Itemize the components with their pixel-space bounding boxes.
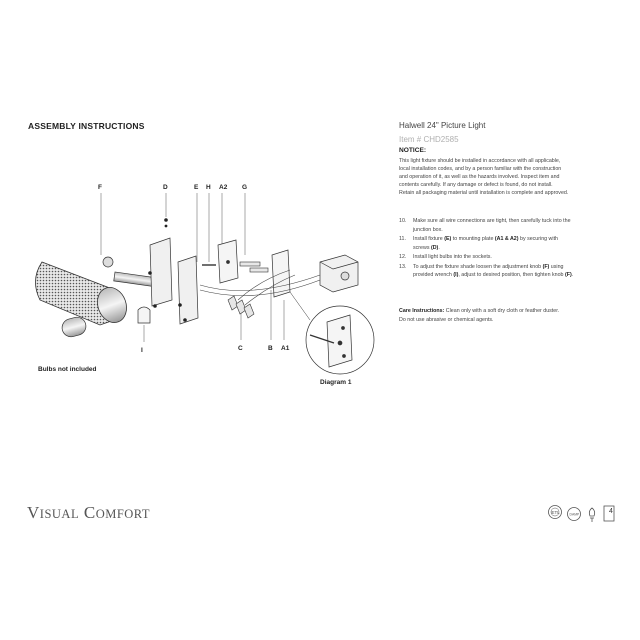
notice-line: contents carefully. If any damage or def… bbox=[399, 181, 553, 188]
step-item: 13. To adjust the fixture shade loosen t… bbox=[399, 263, 614, 280]
screws bbox=[148, 218, 187, 322]
bulb-shape bbox=[61, 316, 87, 338]
step-text: using bbox=[549, 263, 564, 270]
fixture-shade bbox=[35, 261, 127, 326]
junction-box bbox=[319, 254, 359, 293]
step-text: Install fixture bbox=[413, 236, 445, 242]
step-number: 11. bbox=[399, 236, 406, 242]
step-text: To adjust the fixture shade loosen the a… bbox=[413, 263, 543, 270]
label-a2: A2 bbox=[219, 184, 228, 191]
svg-text:DAMP: DAMP bbox=[570, 513, 581, 517]
part-ref: (D) bbox=[430, 244, 439, 251]
step-text: screws bbox=[413, 244, 431, 251]
step-text: , adjust to desired position, then tight… bbox=[458, 272, 565, 278]
part-ref: (E) bbox=[444, 236, 452, 242]
step-text: Make sure all wire connections are tight… bbox=[413, 218, 571, 224]
damp-rated-icon: DAMP bbox=[567, 507, 581, 521]
notice-line: This light fixture should be installed i… bbox=[399, 158, 561, 164]
fixture-arm bbox=[102, 256, 156, 287]
item-number: Item # CHD2585 bbox=[399, 135, 459, 144]
brand-logo: VISUAL COMFORT bbox=[27, 503, 150, 523]
part-ref: (F) bbox=[542, 263, 550, 270]
label-a1: A1 bbox=[281, 345, 290, 352]
label-i: I bbox=[141, 347, 143, 354]
brand-letter: OMFORT bbox=[95, 507, 151, 521]
wire-nuts bbox=[227, 295, 255, 319]
step-text: Install light bulbs into the sockets. bbox=[413, 254, 492, 260]
label-g: G bbox=[242, 184, 248, 191]
part-ref: (I) bbox=[453, 272, 459, 278]
step-text: . bbox=[571, 272, 574, 278]
notice-line: local installation codes, and by a perso… bbox=[399, 165, 562, 172]
care-text: Do not use abrasive or chemical agents. bbox=[399, 316, 494, 323]
step-text: to mounting plate bbox=[451, 236, 495, 242]
footer-icons: ETL DAMP bbox=[548, 505, 615, 522]
step-number: 12. bbox=[399, 254, 407, 260]
brand-letter: C bbox=[83, 503, 96, 522]
step-item: 11. Install fixture (E) to mounting plat… bbox=[399, 235, 614, 252]
bolts-g bbox=[239, 261, 269, 273]
notice-heading: NOTICE: bbox=[399, 147, 427, 154]
fixture-backplate bbox=[149, 237, 199, 325]
care-label: Care Instructions: bbox=[399, 308, 445, 314]
label-e: E bbox=[194, 184, 199, 191]
bulbs-caption: Bulbs not included bbox=[38, 366, 97, 373]
part-ref: (F) bbox=[564, 272, 572, 278]
leader-lines bbox=[100, 193, 285, 342]
assembly-title: ASSEMBLY INSTRUCTIONS bbox=[28, 121, 145, 131]
step-number: 13. bbox=[399, 263, 407, 270]
svg-text:ETL: ETL bbox=[552, 510, 561, 515]
label-b: B bbox=[268, 345, 273, 352]
step-number: 10. bbox=[399, 218, 407, 224]
care-instructions: Care Instructions: Clean only with a sof… bbox=[399, 307, 614, 324]
notice-line: Retain all packaging material until inst… bbox=[399, 189, 569, 196]
step-text: . bbox=[438, 244, 440, 251]
label-d: D bbox=[163, 184, 168, 191]
brand-letter: ISUAL bbox=[39, 507, 80, 521]
mounting-plate-a2 bbox=[217, 239, 239, 284]
brand-letter: V bbox=[27, 503, 40, 522]
part-ref: (A1 & A2) bbox=[494, 236, 519, 242]
etl-listed-icon: ETL bbox=[548, 505, 562, 519]
label-c: C bbox=[238, 345, 243, 352]
step-item: 12. Install light bulbs into the sockets… bbox=[399, 253, 614, 262]
product-title: Halwell 24" Picture Light bbox=[399, 121, 486, 130]
label-f: F bbox=[98, 184, 102, 191]
step-text: provided wrench bbox=[413, 272, 454, 278]
bulb-icon bbox=[588, 507, 596, 522]
diagram-caption: Diagram 1 bbox=[320, 379, 352, 386]
step-text: by securing with bbox=[518, 236, 558, 242]
page-number: 4 bbox=[609, 508, 613, 515]
step-item: 10. Make sure all wire connections are t… bbox=[399, 217, 614, 234]
label-h: H bbox=[206, 184, 211, 191]
care-text: Clean only with a soft dry cloth or feat… bbox=[444, 308, 560, 314]
notice-text: This light fixture should be installed i… bbox=[399, 158, 611, 198]
magnified-detail bbox=[289, 291, 375, 375]
wrench bbox=[137, 306, 151, 324]
step-text: junction box. bbox=[413, 226, 443, 233]
notice-line: and operation of it, as well as the haza… bbox=[399, 173, 560, 180]
wires bbox=[199, 269, 321, 306]
steps-list: 10. Make sure all wire connections are t… bbox=[399, 217, 614, 281]
page-badge-icon bbox=[603, 505, 615, 522]
